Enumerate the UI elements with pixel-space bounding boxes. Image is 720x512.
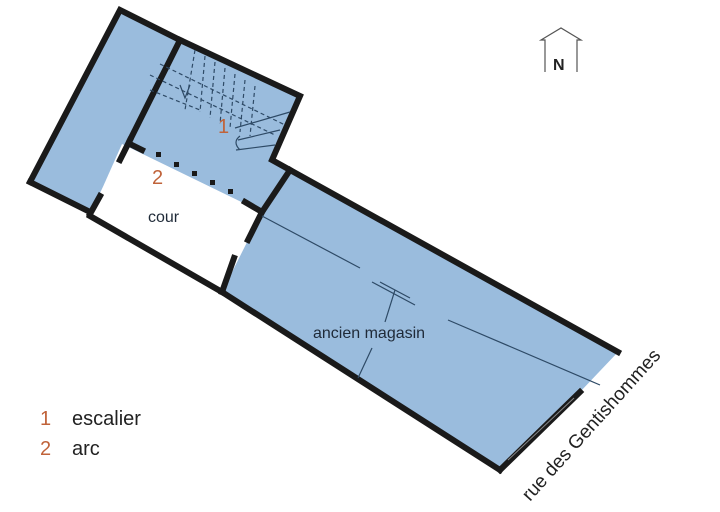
shop-interior-lines [261, 215, 601, 386]
legend-num: 2 [40, 438, 52, 460]
legend-label: arc [72, 438, 100, 460]
legend-num: 1 [40, 408, 52, 430]
legend: 1 escalier 2 arc [40, 404, 141, 464]
legend-label: escalier [72, 408, 141, 430]
arch-dots [156, 152, 233, 194]
marker-arch: 2 [152, 167, 163, 189]
marker-stair: 1 [218, 116, 229, 138]
courtyard [90, 144, 262, 292]
shop-room [222, 170, 618, 470]
storefront [507, 397, 575, 461]
room-label-courtyard: cour [148, 209, 180, 226]
north-label: N [553, 57, 565, 74]
north-arrow-icon: N [538, 27, 584, 74]
staircase-drawing [149, 49, 291, 151]
legend-item: 2 arc [40, 434, 141, 464]
room-label-shop: ancien magasin [313, 325, 425, 342]
legend-item: 1 escalier [40, 404, 141, 434]
